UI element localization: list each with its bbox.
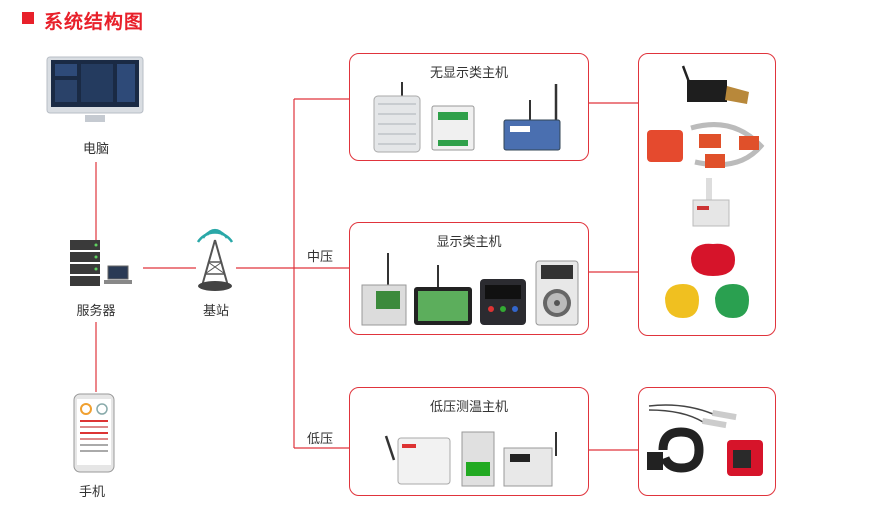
low-voltage-sensors-box xyxy=(638,387,776,496)
display-host-title: 显示类主机 xyxy=(436,235,502,250)
phone-icon xyxy=(72,393,116,473)
base-station-icon xyxy=(190,222,240,294)
display-host-box: 显示类主机 xyxy=(349,222,589,335)
page-title: 系统结构图 xyxy=(44,11,145,33)
low-voltage-host-title: 低压测温主机 xyxy=(429,400,508,415)
computer-icon xyxy=(45,55,145,125)
no-display-host-title: 无显示类主机 xyxy=(429,66,508,81)
low-voltage-sensors-image xyxy=(647,404,763,476)
no-display-host-box: 无显示类主机 xyxy=(349,53,589,161)
title-marker xyxy=(22,12,34,24)
no-display-devices-image xyxy=(373,82,561,153)
wireless-sensors-image xyxy=(647,65,765,318)
medium-voltage-label: 中压 xyxy=(306,250,333,265)
server-label: 服务器 xyxy=(76,304,116,319)
low-voltage-label: 低压 xyxy=(306,432,333,447)
phone-label: 手机 xyxy=(78,485,105,500)
computer-label: 电脑 xyxy=(82,142,109,157)
server-icon xyxy=(66,238,138,294)
wireless-sensors-box xyxy=(638,53,776,336)
display-devices-image xyxy=(361,253,579,326)
low-voltage-host-box: 低压测温主机 xyxy=(349,387,589,496)
base-station-label: 基站 xyxy=(202,304,229,319)
low-voltage-devices-image xyxy=(384,431,557,487)
